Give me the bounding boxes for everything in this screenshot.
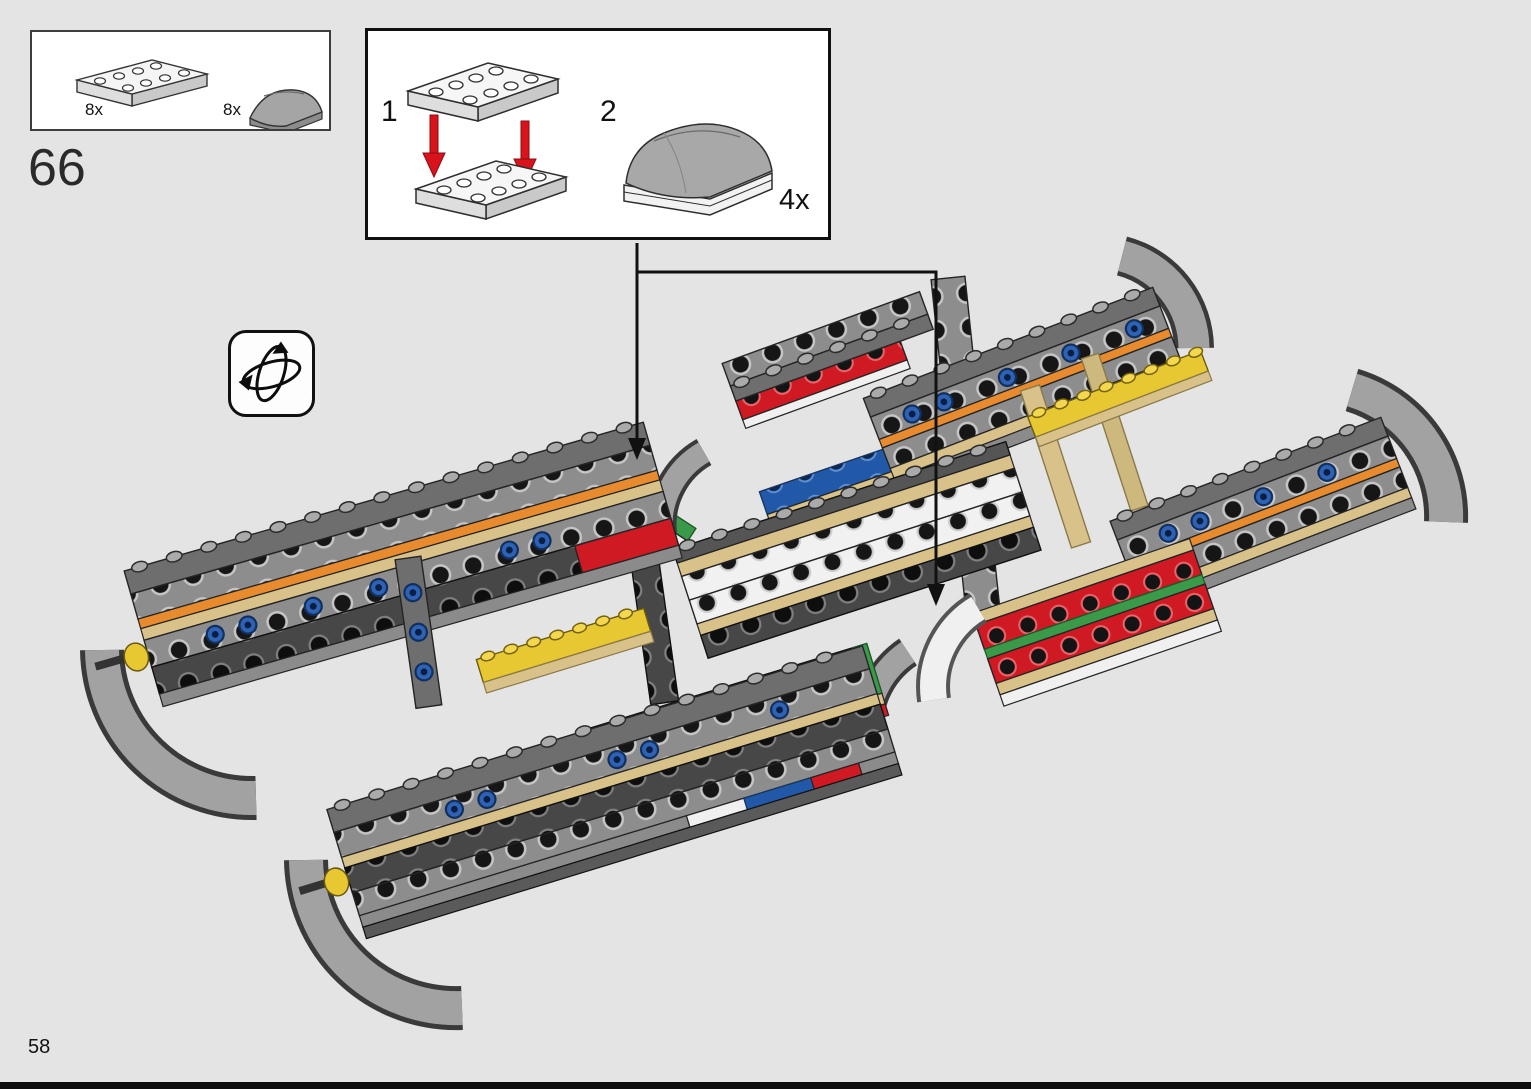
bottom-bar — [0, 1082, 1531, 1089]
beam-yellow-left — [475, 606, 655, 694]
fender-right — [1345, 368, 1469, 523]
subassembly-box: 1 2 4x — [365, 28, 831, 240]
vertical-post-left — [394, 555, 443, 710]
rotate-icon-box — [228, 330, 315, 417]
subassembly-plate-bottom-icon — [413, 160, 569, 221]
page-number: 58 — [28, 1036, 51, 1058]
fender-left — [80, 649, 257, 821]
beam-right — [1109, 416, 1417, 614]
step-number: 66 — [28, 139, 86, 197]
beam-centre-white — [672, 440, 1042, 660]
parts-callout-box: 8x 8x — [30, 30, 331, 131]
subassembly-quantity: 4x — [779, 184, 810, 216]
substep-1-label: 1 — [381, 95, 398, 128]
parts-callout-graphics — [74, 59, 323, 129]
fender-bottom-left — [284, 859, 463, 1031]
subassembly-plate-top-icon — [405, 62, 561, 123]
placement-arrow-left — [422, 114, 446, 179]
beam-red-block — [971, 537, 1223, 707]
fender-white — [916, 593, 988, 703]
part-plate-2x4-icon — [74, 59, 210, 107]
rotate-3d-icon — [238, 341, 302, 403]
beam-yellow-top — [1026, 344, 1213, 448]
substep-2-label: 2 — [600, 95, 617, 128]
subassembly-graphics — [405, 62, 773, 221]
beam-bottom-left — [298, 644, 903, 940]
beam-top-centre — [721, 290, 935, 430]
part-count-slope: 8x — [223, 100, 241, 119]
part-curved-slope-icon — [249, 89, 323, 129]
fender-top-right — [1116, 236, 1214, 349]
beam-left — [94, 419, 683, 708]
part-count-plate: 8x — [85, 100, 103, 119]
assembly-guide-arrows — [628, 243, 945, 606]
subassembly-slope-icon — [623, 123, 773, 216]
